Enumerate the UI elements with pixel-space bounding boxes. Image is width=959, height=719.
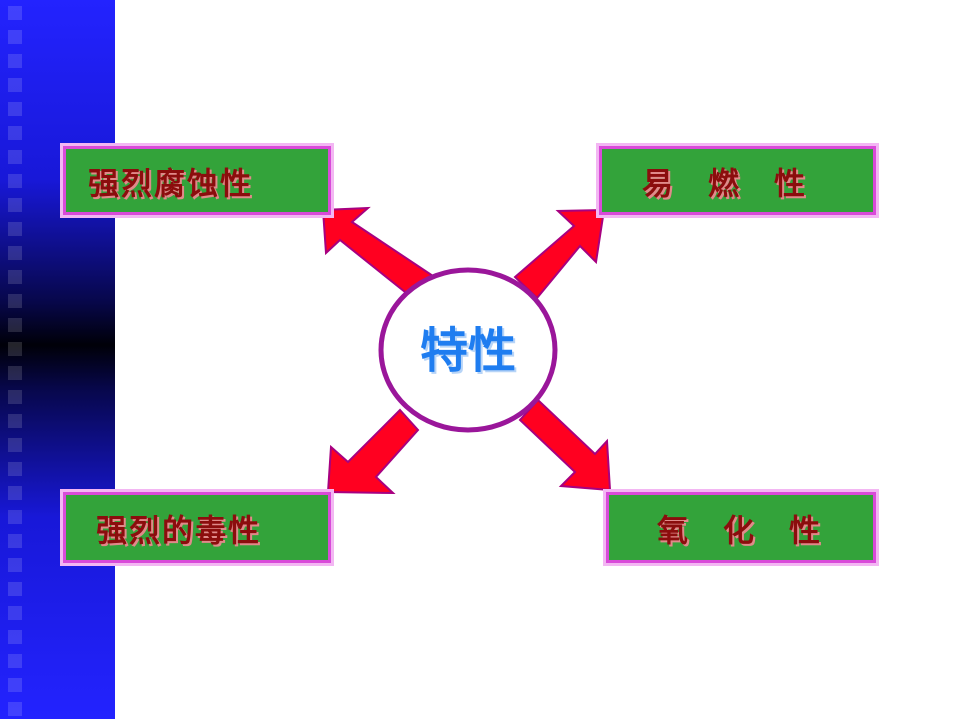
box-toxic: 强烈的毒性 (63, 492, 331, 563)
sidebar-square (8, 534, 22, 548)
sidebar-square (8, 462, 22, 476)
arrow-to-top-left (321, 206, 435, 298)
sidebar-square (8, 438, 22, 452)
sidebar-square (8, 78, 22, 92)
box-flammable: 易 燃 性 (599, 146, 876, 215)
box-oxidizing: 氧 化 性 (606, 492, 876, 563)
sidebar-square (8, 270, 22, 284)
sidebar-square (8, 366, 22, 380)
sidebar-square (8, 510, 22, 524)
sidebar-square (8, 702, 22, 716)
sidebar-square (8, 222, 22, 236)
sidebar-square (8, 582, 22, 596)
sidebar-square (8, 486, 22, 500)
sidebar-square (8, 630, 22, 644)
arrow-to-top-right (513, 208, 606, 300)
sidebar-square (8, 102, 22, 116)
center-label: 特性 (419, 323, 516, 379)
label-flammable: 易 燃 性 (642, 166, 807, 202)
sidebar-square (8, 342, 22, 356)
sidebar-square (8, 606, 22, 620)
sidebar-square (8, 414, 22, 428)
label-oxidizing: 氧 化 性 (657, 513, 822, 549)
sidebar-square (8, 246, 22, 260)
center-circle (378, 267, 558, 433)
sidebar-square (8, 6, 22, 20)
sidebar-square (8, 654, 22, 668)
sidebar-square (8, 30, 22, 44)
label-corrosive: 强烈腐蚀性 (88, 166, 253, 202)
sidebar-gradient-bar (0, 0, 115, 719)
sidebar-square (8, 174, 22, 188)
sidebar-square (8, 318, 22, 332)
sidebar-square (8, 558, 22, 572)
sidebar-square (8, 54, 22, 68)
sidebar-square (8, 390, 22, 404)
box-corrosive: 强烈腐蚀性 (63, 146, 331, 215)
sidebar-square (8, 678, 22, 692)
label-toxic: 强烈的毒性 (96, 513, 261, 549)
arrow-to-bottom-left (326, 408, 420, 495)
sidebar-square (8, 126, 22, 140)
sidebar-square (8, 198, 22, 212)
sidebar-square (8, 150, 22, 164)
sidebar-square (8, 294, 22, 308)
arrow-to-bottom-right (518, 398, 612, 492)
